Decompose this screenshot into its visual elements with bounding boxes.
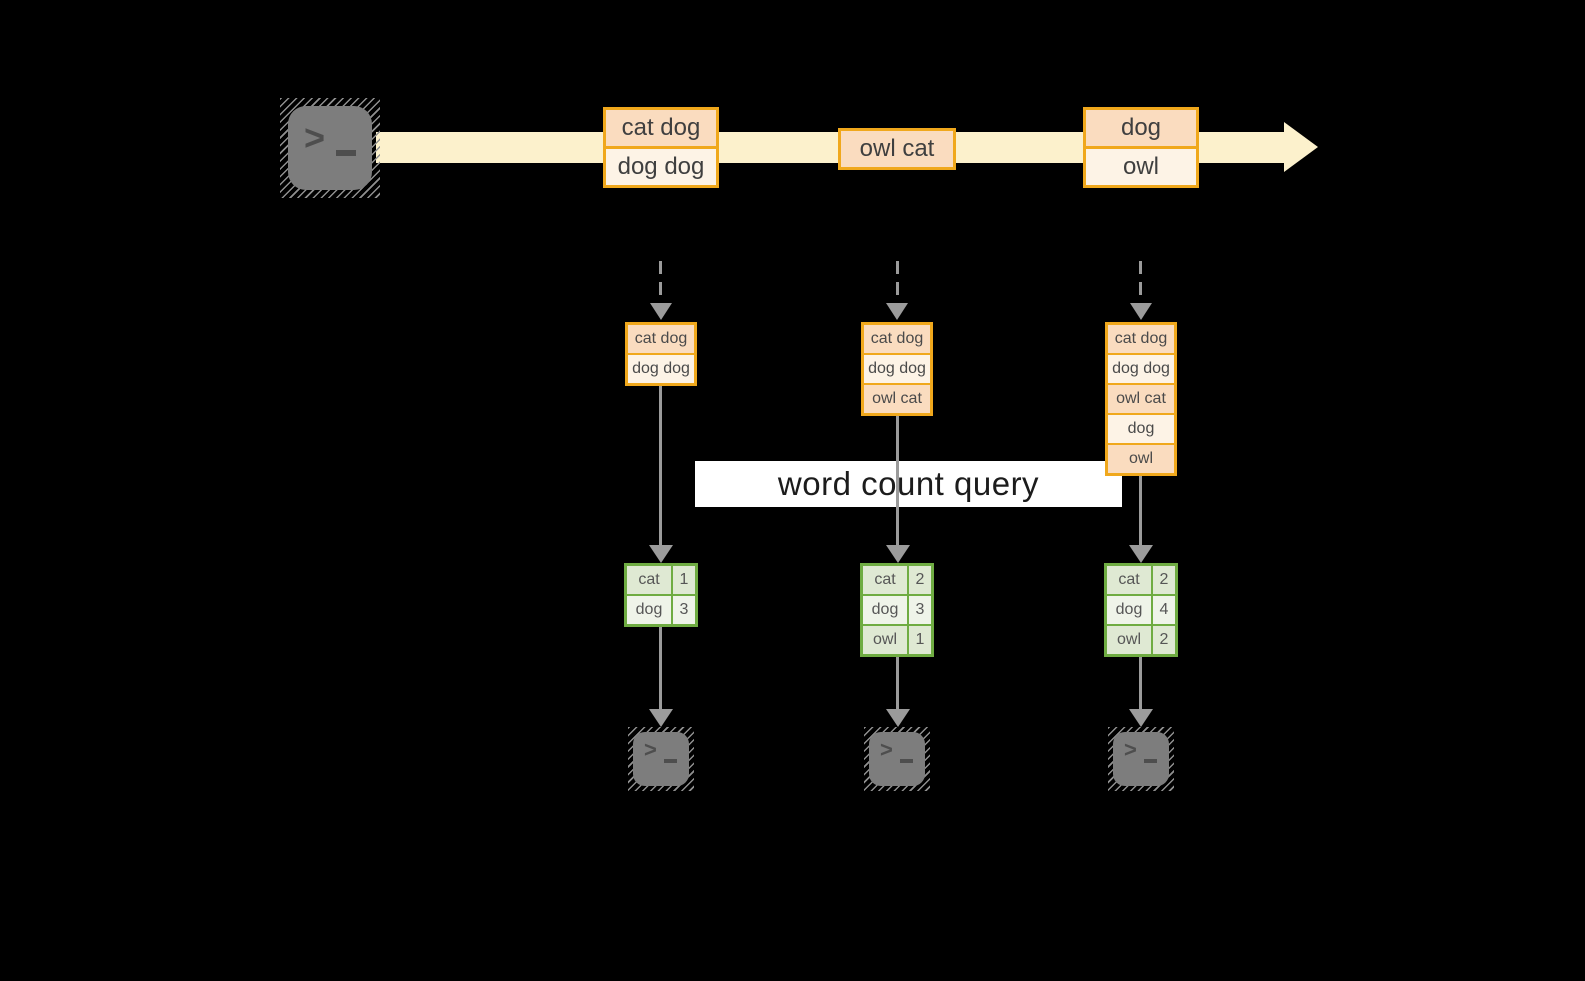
terminal-body: >: [869, 732, 925, 786]
arrowhead-down-icon: [650, 303, 672, 320]
count-cell: 2: [1151, 566, 1175, 594]
word-count-table: cat 2 dog 3 owl 1: [860, 563, 934, 657]
query-banner-label: word count query: [777, 465, 1040, 502]
count-cell: 3: [671, 596, 695, 624]
event-line: dog: [1086, 110, 1196, 146]
state-row: cat dog: [864, 325, 930, 353]
count-cell: 2: [1151, 626, 1175, 654]
dashed-arrow-down-icon: [1139, 261, 1142, 303]
count-cell: 1: [671, 566, 695, 594]
arrowhead-down-icon: [649, 709, 673, 727]
state-row: dog dog: [628, 353, 694, 383]
cursor-bar-icon: [900, 759, 913, 763]
stream-event-box: cat dog dog dog: [603, 107, 719, 188]
stream-event-box: dog owl: [1083, 107, 1199, 188]
count-cell: 2: [907, 566, 931, 594]
table-row: dog 4: [1107, 594, 1175, 624]
table-row: cat 2: [863, 566, 931, 594]
arrowhead-down-icon: [886, 545, 910, 563]
state-row: dog dog: [864, 353, 930, 383]
word-cell: cat: [874, 571, 896, 588]
arrowhead-down-icon: [649, 545, 673, 563]
word-cell: cat: [638, 571, 660, 588]
word-count-table: cat 1 dog 3: [624, 563, 698, 627]
terminal-body: >: [633, 732, 689, 786]
dashed-arrow-down-icon: [659, 261, 662, 303]
word-cell: dog: [871, 601, 899, 618]
flow-line: [1139, 475, 1142, 545]
flow-line: [896, 656, 899, 709]
word-cell: dog: [635, 601, 663, 618]
prompt-glyph: >: [304, 117, 326, 158]
cursor-bar-icon: [1144, 759, 1157, 763]
stream-event-box: owl cat: [838, 128, 956, 170]
state-row: cat dog: [628, 325, 694, 353]
event-line: cat dog: [606, 110, 716, 146]
sink-terminal-icon: >: [628, 727, 694, 791]
word-count-table: cat 2 dog 4 owl 2: [1104, 563, 1178, 657]
table-row: owl 1: [863, 624, 931, 654]
table-row: owl 2: [1107, 624, 1175, 654]
prompt-glyph: >: [1124, 737, 1137, 762]
arrowhead-down-icon: [1129, 545, 1153, 563]
prompt-glyph: >: [880, 737, 893, 762]
stream-arrowhead-icon: [1284, 122, 1318, 172]
state-buffer-box: cat dog dog dog owl cat: [861, 322, 933, 416]
state-row: owl cat: [864, 383, 930, 413]
state-row: owl cat: [1108, 383, 1174, 413]
arrowhead-down-icon: [1129, 709, 1153, 727]
source-terminal-icon: >: [280, 98, 380, 198]
flow-line: [659, 385, 662, 545]
dashed-arrow-down-icon: [896, 261, 899, 303]
table-row: cat 1: [627, 566, 695, 594]
flow-line: [896, 415, 899, 545]
arrowhead-down-icon: [886, 303, 908, 320]
cursor-bar-icon: [336, 150, 356, 156]
sink-terminal-icon: >: [864, 727, 930, 791]
arrowhead-down-icon: [886, 709, 910, 727]
flow-line: [659, 626, 662, 709]
table-row: cat 2: [1107, 566, 1175, 594]
prompt-glyph: >: [644, 737, 657, 762]
sink-terminal-icon: >: [1108, 727, 1174, 791]
word-cell: owl: [1116, 631, 1141, 648]
arrowhead-down-icon: [1130, 303, 1152, 320]
word-cell: dog: [1115, 601, 1143, 618]
query-banner: word count query: [695, 461, 1122, 507]
count-cell: 1: [907, 626, 931, 654]
event-line: owl: [1086, 146, 1196, 185]
state-buffer-box: cat dog dog dog owl cat dog owl: [1105, 322, 1177, 476]
word-cell: cat: [1118, 571, 1140, 588]
state-buffer-box: cat dog dog dog: [625, 322, 697, 386]
state-row: dog: [1108, 413, 1174, 443]
event-line: dog dog: [606, 146, 716, 185]
cursor-bar-icon: [664, 759, 677, 763]
event-line: owl cat: [841, 131, 953, 167]
state-row: dog dog: [1108, 353, 1174, 383]
state-row: owl: [1108, 443, 1174, 473]
flow-line: [1139, 656, 1142, 709]
terminal-body: >: [1113, 732, 1169, 786]
table-row: dog 3: [863, 594, 931, 624]
word-cell: owl: [872, 631, 897, 648]
terminal-body: >: [288, 106, 372, 190]
count-cell: 4: [1151, 596, 1175, 624]
state-row: cat dog: [1108, 325, 1174, 353]
count-cell: 3: [907, 596, 931, 624]
table-row: dog 3: [627, 594, 695, 624]
